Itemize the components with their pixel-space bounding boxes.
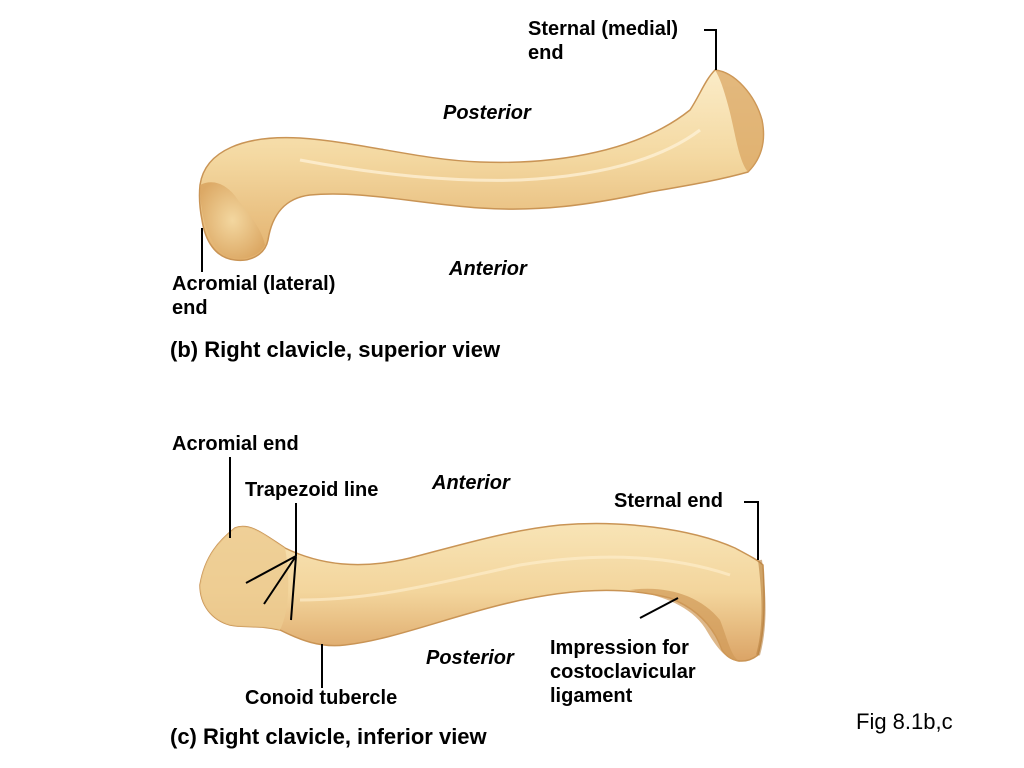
label-c-posterior: Posterior: [426, 647, 514, 669]
clavicle-c-acromial-rough: [200, 526, 289, 630]
clavicle-inferior-view: [199, 522, 766, 662]
label-c-impression-line1: Impression for: [550, 637, 689, 659]
clavicle-b-acromial-facet: [200, 182, 265, 259]
clavicle-b-shaft: [198, 69, 765, 262]
caption-panel-c: (c) Right clavicle, inferior view: [170, 724, 487, 749]
label-b-acromial-end-line2: end: [172, 297, 208, 319]
label-b-acromial-end-line1: Acromial (lateral): [172, 273, 336, 295]
figure-reference: Fig 8.1b,c: [856, 709, 953, 734]
caption-panel-b: (b) Right clavicle, superior view: [170, 337, 501, 362]
leader-c-impression: [639, 597, 679, 619]
label-c-conoid-tubercle: Conoid tubercle: [245, 687, 398, 709]
label-b-anterior: Anterior: [449, 258, 527, 280]
clavicle-c-impression: [630, 588, 740, 662]
label-b-sternal-end-line2: end: [528, 42, 564, 64]
leader-lines: [201, 29, 759, 688]
trapezoid-line-marks: [245, 555, 297, 621]
label-c-anterior: Anterior: [432, 472, 510, 494]
label-b-posterior: Posterior: [443, 102, 531, 124]
label-b-sternal-end-line1: Sternal (medial): [528, 18, 679, 40]
label-c-trapezoid-line: Trapezoid line: [245, 479, 379, 501]
label-c-impression: Impression for costoclavicular ligament: [550, 636, 696, 708]
label-c-impression-line2: costoclavicular: [550, 661, 696, 683]
label-b-sternal-end: Sternal (medial) end: [528, 17, 678, 65]
label-c-sternal-end: Sternal end: [614, 490, 723, 512]
leader-c-sternal-end: [744, 501, 759, 560]
clavicle-superior-view: [198, 69, 765, 262]
label-c-acromial-end: Acromial end: [172, 433, 299, 455]
label-b-acromial-end: Acromial (lateral) end: [172, 272, 335, 320]
label-c-impression-line3: ligament: [550, 685, 633, 707]
clavicle-b-sternal-facet: [715, 70, 764, 172]
leader-b-sternal-end: [704, 29, 717, 70]
